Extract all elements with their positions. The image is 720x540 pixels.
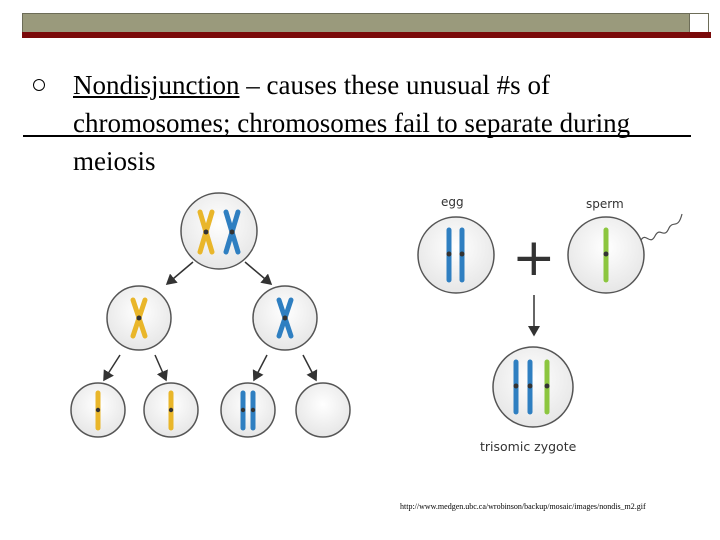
bullet-text: Nondisjunction – causes these unusual #s… bbox=[73, 66, 693, 180]
zygote-label: trisomic zygote bbox=[480, 439, 577, 454]
gamete-cell-4-empty bbox=[295, 382, 351, 438]
gamete-cell-3 bbox=[220, 382, 276, 438]
bullet-term: Nondisjunction bbox=[73, 70, 240, 100]
gamete-3-blue-chromosomes bbox=[240, 390, 256, 431]
gamete-1-yellow-chromosome bbox=[95, 390, 101, 431]
sperm-label: sperm bbox=[586, 197, 624, 211]
arrow bbox=[302, 354, 318, 382]
bullet-circle-icon bbox=[33, 79, 45, 91]
arrow bbox=[103, 354, 121, 382]
parent-yellow-chromosome-pair bbox=[197, 209, 215, 255]
parent-blue-chromosome-pair bbox=[223, 209, 241, 255]
fertilization-panel: egg sperm + trisomic zygote bbox=[417, 195, 683, 454]
zygote-chromosomes bbox=[513, 359, 550, 415]
plus-sign: + bbox=[512, 228, 556, 288]
divider-line bbox=[23, 135, 691, 137]
sperm-green-chromosome bbox=[603, 227, 609, 283]
daughter-yellow-chromosome bbox=[130, 297, 148, 339]
zygote-cell bbox=[492, 346, 574, 428]
gamete-2-yellow-chromosome bbox=[168, 390, 174, 431]
egg-cell bbox=[417, 216, 495, 294]
bullet-description: – causes these unusual #s of chromosomes… bbox=[73, 70, 631, 176]
egg-label: egg bbox=[441, 195, 464, 209]
arrow bbox=[252, 354, 268, 382]
daughter-blue-chromosome bbox=[276, 297, 294, 339]
parent-cell bbox=[180, 192, 258, 270]
header-line bbox=[22, 32, 711, 38]
arrow bbox=[165, 261, 194, 285]
arrow bbox=[154, 354, 168, 382]
arrow bbox=[244, 261, 273, 285]
meiosis-tree bbox=[70, 192, 351, 438]
sperm-tail bbox=[640, 213, 683, 241]
source-caption: http://www.medgen.ubc.ca/wrobinson/backu… bbox=[400, 502, 646, 511]
egg-blue-chromosomes bbox=[446, 227, 465, 283]
